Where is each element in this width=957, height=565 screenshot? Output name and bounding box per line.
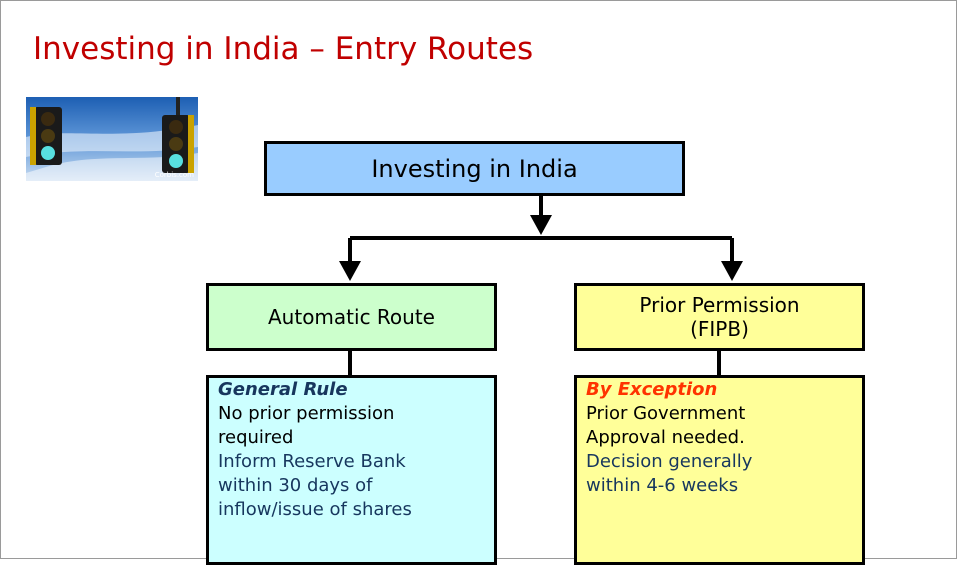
slide-title: Investing in India – Entry Routes <box>33 31 534 67</box>
prior-permission-node: Prior Permission (FIPB) <box>574 283 865 351</box>
by-exception-line: Prior Government <box>586 403 746 424</box>
root-node: Investing in India <box>264 141 685 196</box>
by-exception-note: Decision generally <box>586 451 753 472</box>
general-rule-line: No prior permission <box>218 403 395 424</box>
general-rule-line: required <box>218 427 294 448</box>
photo-credit: Corbis.com <box>154 171 194 179</box>
prior-permission-label: Prior Permission <box>639 293 800 317</box>
by-exception-box: By Exception Prior Government Approval n… <box>574 375 865 565</box>
traffic-light-photo: Corbis.com <box>26 97 198 181</box>
general-rule-note: within 30 days of <box>218 475 373 496</box>
by-exception-note: within 4-6 weeks <box>586 475 739 496</box>
general-rule-note: inflow/issue of shares <box>218 499 412 520</box>
general-rule-box: General Rule No prior permission require… <box>206 375 497 565</box>
automatic-route-node: Automatic Route <box>206 283 497 351</box>
by-exception-line: Approval needed. <box>586 427 745 448</box>
traffic-light-image <box>26 97 198 181</box>
general-rule-heading: General Rule <box>218 379 348 400</box>
general-rule-note: Inform Reserve Bank <box>218 451 406 472</box>
arrowhead-root <box>530 215 552 235</box>
by-exception-heading: By Exception <box>586 379 718 400</box>
automatic-route-label: Automatic Route <box>268 305 435 329</box>
root-label: Investing in India <box>371 154 578 183</box>
arrowhead-prior <box>721 261 743 281</box>
arrowhead-automatic <box>339 261 361 281</box>
prior-permission-sublabel: (FIPB) <box>690 317 749 341</box>
